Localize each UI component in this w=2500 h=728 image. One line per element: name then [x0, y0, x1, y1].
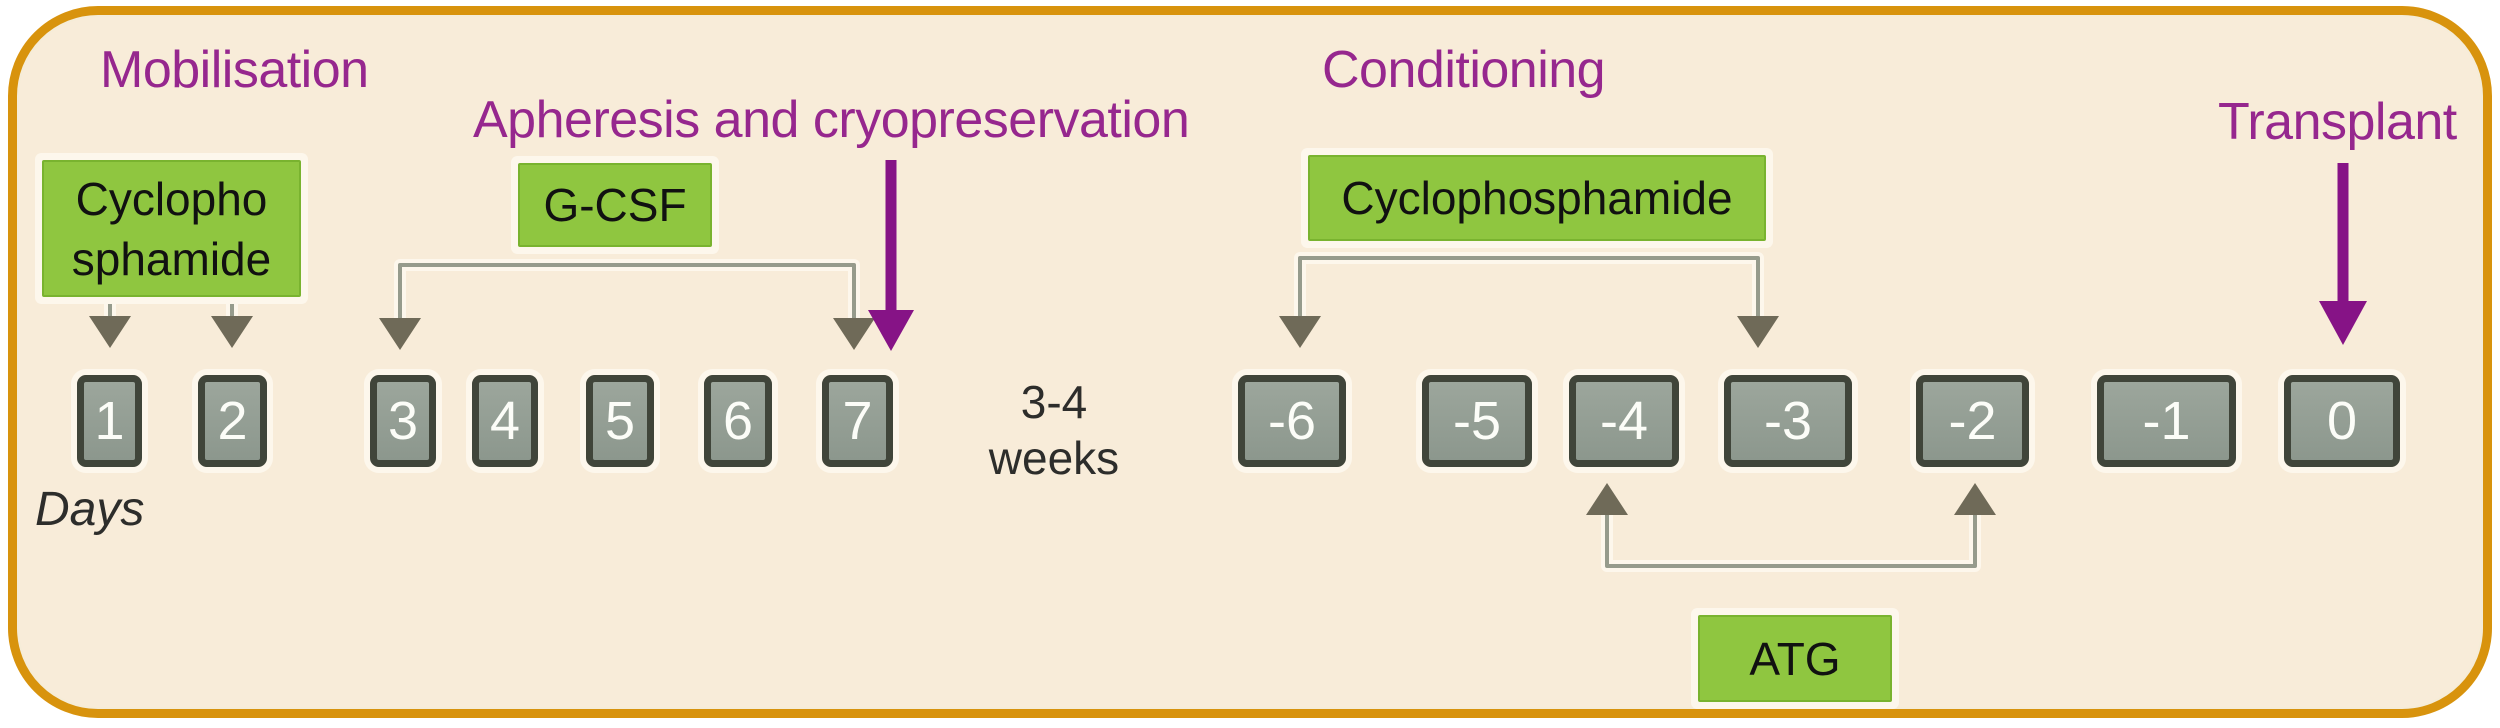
day-number: -5 — [1452, 391, 1501, 451]
day-box-0: 0 — [2284, 375, 2400, 467]
drug-box-cyclophosphamide-mobilisation: Cyclopho sphamide — [42, 160, 301, 297]
day-box--4: -4 — [1569, 375, 1679, 467]
drug-label-line: Cyclopho — [75, 172, 268, 225]
drug-box-atg: ATG — [1698, 615, 1892, 702]
drug-label-line: sphamide — [71, 232, 272, 285]
day-number: -1 — [2142, 391, 2191, 451]
day-box--2: -2 — [1916, 375, 2029, 467]
day-number: 0 — [2326, 391, 2358, 451]
day-number: 6 — [722, 391, 754, 451]
gap-label-line: 3-4 — [1020, 376, 1088, 428]
day-box--6: -6 — [1238, 375, 1346, 467]
phase-title-transplant: Transplant — [2218, 93, 2457, 151]
drug-label: Cyclophosphamide — [1341, 172, 1733, 224]
phase-title-apheresis: Apheresis and cryopreservation — [473, 91, 1190, 149]
day-number: 4 — [489, 391, 521, 451]
day-box-2: 2 — [198, 375, 267, 467]
day-box--3: -3 — [1724, 375, 1852, 467]
day-number: 7 — [842, 391, 873, 451]
day-box--5: -5 — [1422, 375, 1532, 467]
phase-title-conditioning: Conditioning — [1322, 41, 1606, 99]
gap-label-3-4-weeks: 3-4 weeks — [954, 374, 1154, 486]
phase-title-mobilisation: Mobilisation — [100, 41, 369, 99]
day-number: -4 — [1599, 391, 1648, 451]
day-number: -6 — [1267, 391, 1316, 451]
day-box-6: 6 — [704, 375, 772, 467]
drug-box-cyclophosphamide-conditioning: Cyclophosphamide — [1308, 155, 1766, 241]
day-number: 2 — [217, 391, 248, 451]
day-number: 1 — [94, 391, 125, 451]
drug-box-gcsf: G-CSF — [518, 163, 712, 247]
day-number: 5 — [604, 391, 636, 451]
day-box-4: 4 — [472, 375, 538, 467]
day-number: -2 — [1948, 391, 1997, 451]
drug-label: ATG — [1749, 632, 1841, 685]
gap-label-line: weeks — [988, 432, 1120, 484]
day-box-3: 3 — [370, 375, 436, 467]
day-box-1: 1 — [77, 375, 142, 467]
day-box--1: -1 — [2097, 375, 2236, 467]
drug-label: G-CSF — [543, 179, 687, 231]
day-box-7: 7 — [822, 375, 893, 467]
rounded-panel — [8, 6, 2492, 718]
day-box-5: 5 — [586, 375, 654, 467]
day-number: 3 — [387, 391, 419, 451]
days-axis-label: Days — [35, 483, 145, 536]
day-number: -3 — [1763, 391, 1812, 451]
